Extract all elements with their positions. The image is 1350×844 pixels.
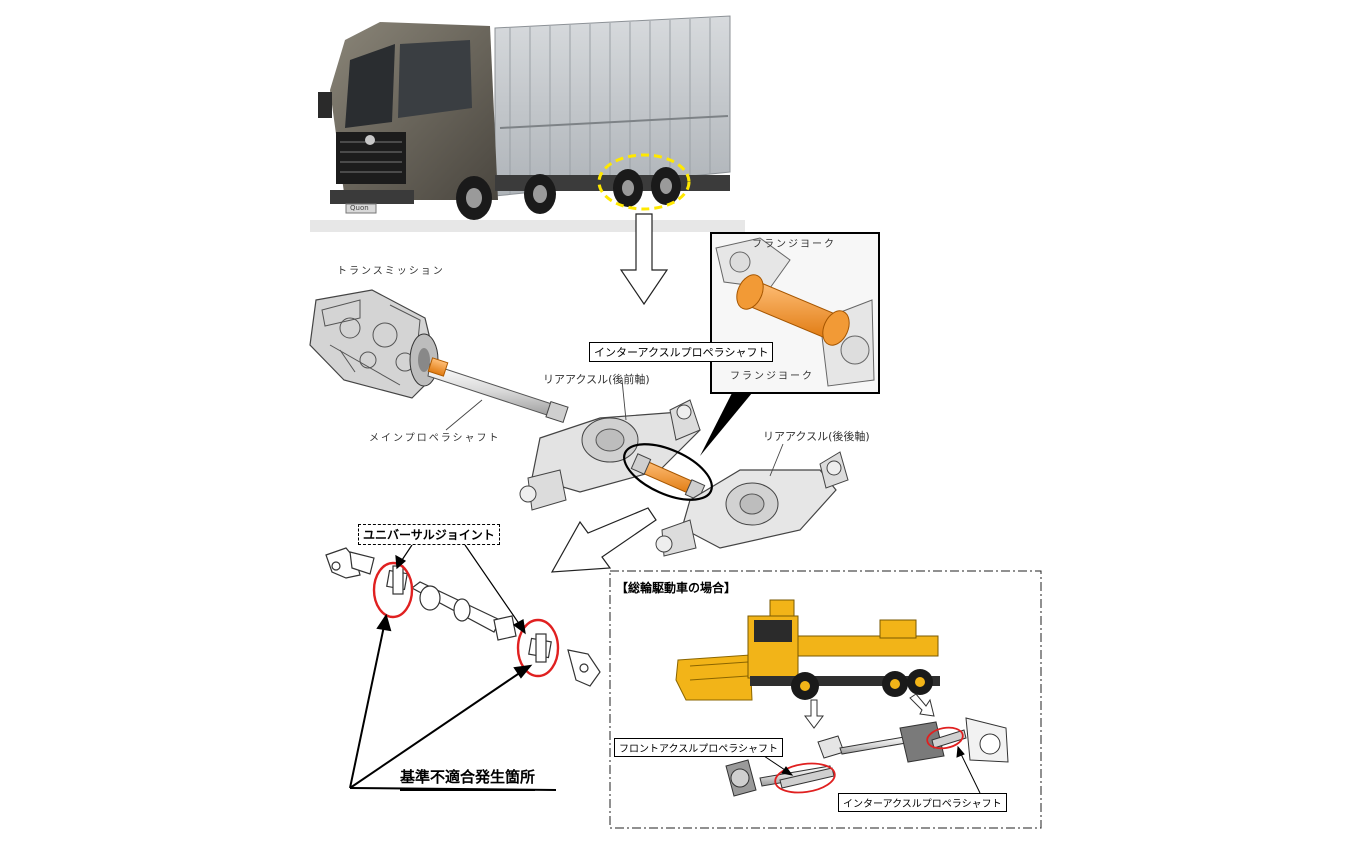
label-rear-axle-front: リアアクスル(後前軸)	[543, 373, 650, 386]
fault-circle-left	[372, 561, 414, 619]
label-flange-yoke-top: フランジヨーク	[752, 239, 836, 250]
label-rear-axle-rear: リアアクスル(後後軸)	[763, 430, 870, 443]
truck-badge: Quon	[350, 204, 369, 212]
inset-callout-pointer	[700, 393, 752, 456]
label-fault-location: 基準不適合発生箇所	[400, 766, 536, 791]
uj-arrows	[395, 544, 526, 635]
universal-joint-exploded	[325, 547, 601, 687]
truck-photo	[310, 15, 745, 232]
rear-axle-callout-ellipse	[597, 153, 691, 211]
label-universal-joint: ユニバーサルジョイント	[358, 524, 500, 545]
label-main-shaft: メインプロペラシャフト	[369, 433, 501, 444]
down-arrow-icon	[619, 213, 669, 306]
awd-truck-photo	[675, 599, 940, 701]
drivetrain-drawing	[309, 289, 849, 557]
label-flange-yoke-bottom: フランジヨーク	[730, 371, 814, 382]
flange-yoke-inset	[710, 232, 880, 394]
awd-label-arrows	[763, 745, 981, 794]
label-inter-axle-shaft: インターアクスルプロペラシャフト	[589, 342, 774, 362]
awd-front-fault-circle	[774, 762, 836, 794]
inter-axle-highlight-ellipse	[623, 443, 713, 501]
diagonal-arrow-icon	[550, 507, 657, 573]
label-front-axle-shaft: フロントアクスルプロペラシャフト	[614, 738, 783, 757]
label-awd-title: 【総輪駆動車の場合】	[616, 581, 737, 595]
fault-arrows	[349, 613, 557, 791]
awd-driveline-drawing	[725, 717, 1009, 797]
awd-panel	[609, 570, 1042, 829]
label-inter-axle-shaft-awd: インターアクスルプロペラシャフト	[838, 793, 1007, 812]
label-transmission: トランスミッション	[337, 266, 445, 277]
awd-inter-fault-circle	[926, 726, 964, 750]
fault-circle-right	[516, 618, 560, 678]
awd-small-arrows	[804, 693, 935, 729]
